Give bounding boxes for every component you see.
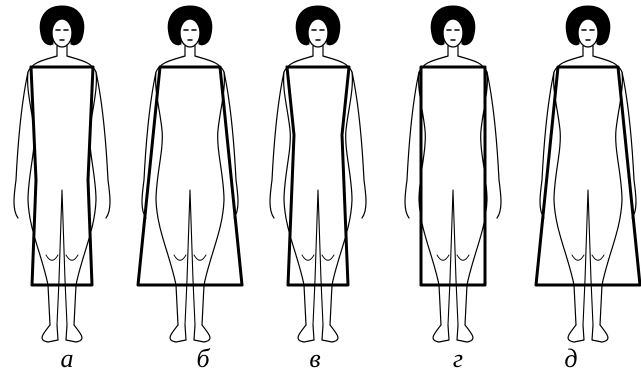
label-v: в: [295, 346, 335, 372]
legs-inner-g: [448, 190, 458, 325]
dress-outline-d: [536, 67, 640, 285]
foot-left-a: [42, 325, 58, 342]
foot-right-v: [322, 325, 338, 342]
woman-figure-v: [270, 6, 366, 342]
foot-left-b: [170, 325, 186, 342]
arm-right-d: [622, 72, 636, 218]
face-a: [52, 19, 72, 47]
arm-left-v: [270, 72, 284, 218]
knees-a: [46, 255, 78, 260]
face-v: [308, 19, 328, 47]
legs-inner-a: [57, 190, 67, 325]
arm-left-g: [405, 72, 419, 218]
legs-inner-v: [313, 190, 323, 325]
foot-right-b: [194, 325, 210, 342]
dress-outline-b: [138, 67, 242, 285]
face-b: [180, 19, 200, 47]
knees-v: [302, 255, 334, 260]
dress-outline-a: [31, 67, 93, 285]
arm-right-g: [487, 72, 501, 218]
face-g: [443, 19, 463, 47]
legs-inner-d: [583, 190, 593, 325]
knees-g: [437, 255, 469, 260]
dress-outline-v: [287, 67, 349, 285]
foot-left-d: [568, 325, 584, 342]
label-d: д: [551, 346, 591, 372]
arm-right-a: [96, 72, 110, 218]
arm-left-b: [142, 72, 156, 218]
arm-left-d: [540, 72, 554, 218]
face-d: [578, 19, 598, 47]
arm-left-a: [14, 72, 28, 218]
woman-figure-g: [405, 6, 501, 342]
foot-left-v: [298, 325, 314, 342]
woman-figure-d: [536, 6, 640, 342]
legs-inner-b: [185, 190, 195, 325]
label-a: а: [47, 346, 87, 372]
label-b: б: [183, 346, 223, 372]
foot-right-a: [66, 325, 82, 342]
foot-right-d: [592, 325, 608, 342]
arm-right-v: [352, 72, 366, 218]
woman-figure-a: [14, 6, 110, 342]
foot-left-g: [433, 325, 449, 342]
knees-d: [572, 255, 604, 260]
knees-b: [174, 255, 206, 260]
woman-figure-b: [138, 6, 242, 342]
foot-right-g: [457, 325, 473, 342]
label-g: г: [438, 346, 478, 372]
arm-right-b: [224, 72, 238, 218]
